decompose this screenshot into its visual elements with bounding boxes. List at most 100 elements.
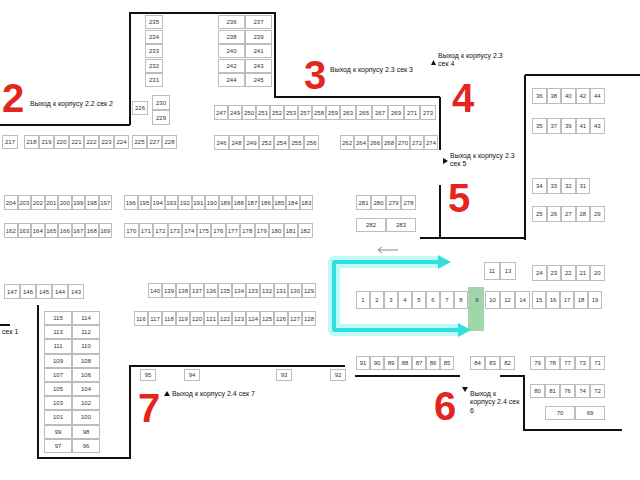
space-number: 262 [340, 135, 354, 150]
space-number: 176 [211, 223, 226, 238]
space-number: 37 [547, 118, 562, 134]
space-number: 69 [575, 406, 605, 420]
space-number: 86 [426, 356, 440, 370]
space-number: 73 [575, 356, 590, 370]
space-number: 170 [124, 223, 139, 238]
wall [0, 13, 640, 458]
space-number: 90 [370, 356, 384, 370]
lane-arrow [378, 247, 398, 253]
space-number: 4 [398, 291, 412, 309]
space-number: 222 [84, 135, 99, 149]
space-number: 131 [274, 283, 288, 298]
space-number: 249 [228, 105, 242, 120]
space-number: 237 [245, 15, 272, 29]
space-number: 269 [388, 105, 404, 120]
exit-label: Выход к корпусу 2.4 сек 7 [172, 390, 255, 398]
space-number: 173 [168, 223, 183, 238]
space-number: 120 [190, 311, 204, 326]
space-number: 172 [153, 223, 168, 238]
space-number: 265 [356, 105, 372, 120]
space-number: 188 [232, 195, 246, 210]
space-number: 200 [58, 195, 72, 210]
space-number: 122 [218, 311, 232, 326]
space-number: 145 [36, 284, 52, 299]
space-number: 283 [386, 218, 416, 232]
space-number: 271 [404, 105, 420, 120]
space-number: 267 [372, 105, 388, 120]
exit-marker [462, 387, 468, 392]
space-number: 234 [145, 30, 163, 44]
space-number: 81 [545, 384, 560, 398]
space-number: 119 [176, 311, 190, 326]
space-number: 10 [485, 291, 500, 309]
space-number: 140 [148, 283, 162, 298]
space-number: 128 [302, 311, 316, 326]
space-number: 251 [256, 105, 270, 120]
exit-label: Выход к корпусу 2.4 сек 6 [470, 390, 520, 415]
space-number: 252 [270, 105, 284, 120]
space-number: 13 [500, 262, 516, 280]
space-number: 281 [356, 195, 371, 210]
space-number: 266 [368, 135, 382, 150]
space-number: 117 [148, 311, 162, 326]
space-number: 240 [218, 44, 245, 58]
space-number: 179 [255, 223, 270, 238]
space-number: 198 [85, 195, 99, 210]
space-number: 132 [260, 283, 274, 298]
route-arrowhead [438, 255, 451, 269]
space-number: 72 [590, 384, 605, 398]
space-number: 193 [165, 195, 179, 210]
space-number: 96 [72, 439, 100, 453]
space-number: 165 [45, 223, 59, 238]
space-number: 194 [151, 195, 165, 210]
callout-number: 3 [304, 55, 326, 95]
space-number: 43 [590, 118, 605, 134]
space-number: 174 [182, 223, 197, 238]
space-number: 180 [269, 223, 284, 238]
space-number: 229 [152, 110, 170, 125]
space-number: 279 [386, 195, 401, 210]
space-number: 181 [284, 223, 299, 238]
space-number: 252 [259, 135, 274, 150]
space-number: 258 [312, 105, 326, 120]
space-number: 80 [530, 384, 545, 398]
space-number: 78 [545, 356, 560, 370]
space-number: 105 [44, 382, 72, 396]
space-number: 218 [24, 135, 39, 149]
space-number: 230 [152, 95, 170, 110]
space-number: 244 [218, 73, 245, 87]
space-number: 129 [302, 283, 316, 298]
space-number: 169 [99, 223, 113, 238]
space-number: 25 [532, 206, 547, 222]
space-number: 89 [384, 356, 398, 370]
space-number: 219 [39, 135, 54, 149]
space-number: 93 [276, 369, 292, 381]
callout-number: 7 [138, 388, 160, 428]
space-number: 227 [147, 135, 162, 149]
space-number: 33 [547, 178, 562, 194]
space-number: 272 [410, 135, 424, 150]
space-number: 217 [2, 135, 18, 149]
space-number: 185 [273, 195, 287, 210]
space-number: 34 [532, 178, 547, 194]
space-number: 232 [145, 59, 163, 73]
space-number: 178 [240, 223, 255, 238]
space-number: 235 [145, 15, 163, 29]
space-number: 107 [44, 368, 72, 382]
callout-number: 6 [434, 386, 456, 426]
space-number: 108 [72, 354, 100, 368]
space-number: 19 [588, 291, 602, 309]
space-number: 220 [54, 135, 69, 149]
space-number: 2 [370, 291, 384, 309]
space-number: 84 [470, 356, 485, 370]
space-number: 162 [4, 223, 18, 238]
space-number: 139 [162, 283, 176, 298]
space-number: 146 [20, 284, 36, 299]
space-number: 201 [45, 195, 59, 210]
space-number: 133 [246, 283, 260, 298]
exit-marker [164, 391, 170, 396]
space-number: 135 [218, 283, 232, 298]
space-number: 29 [590, 206, 605, 222]
space-number: 106 [72, 368, 100, 382]
